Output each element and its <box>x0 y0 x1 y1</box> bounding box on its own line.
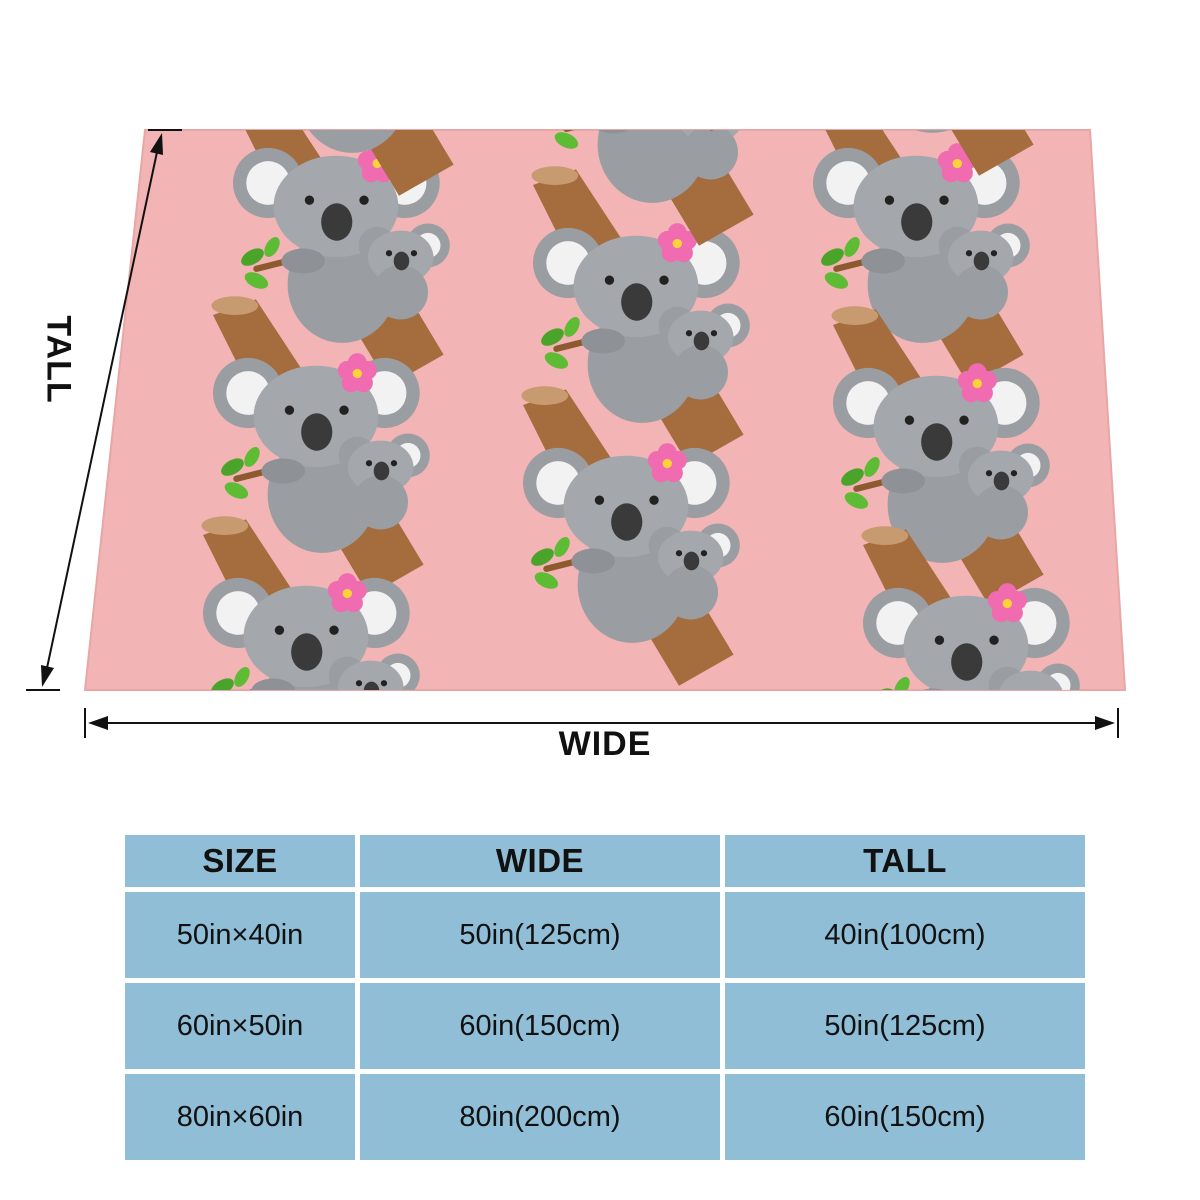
tall-dimension-label: TALL <box>39 315 78 404</box>
table-header-row: SIZE WIDE TALL <box>125 835 1085 887</box>
blanket-figure <box>26 129 1127 738</box>
wide-dimension-label: WIDE <box>558 725 652 763</box>
cell-size: 60in×50in <box>125 983 355 1069</box>
cell-size: 80in×60in <box>125 1074 355 1160</box>
cell-wide: 60in(150cm) <box>360 983 720 1069</box>
header-wide: WIDE <box>360 835 720 887</box>
size-table: SIZE WIDE TALL 50in×40in 50in(125cm) 40i… <box>120 830 1090 1165</box>
table-row: 50in×40in 50in(125cm) 40in(100cm) <box>125 892 1085 978</box>
cell-wide: 50in(125cm) <box>360 892 720 978</box>
cell-tall: 60in(150cm) <box>725 1074 1085 1160</box>
cell-size: 50in×40in <box>125 892 355 978</box>
cell-tall: 50in(125cm) <box>725 983 1085 1069</box>
header-tall: TALL <box>725 835 1085 887</box>
header-size: SIZE <box>125 835 355 887</box>
cell-tall: 40in(100cm) <box>725 892 1085 978</box>
table-row: 80in×60in 80in(200cm) 60in(150cm) <box>125 1074 1085 1160</box>
cell-wide: 80in(200cm) <box>360 1074 720 1160</box>
table-row: 60in×50in 60in(150cm) 50in(125cm) <box>125 983 1085 1069</box>
